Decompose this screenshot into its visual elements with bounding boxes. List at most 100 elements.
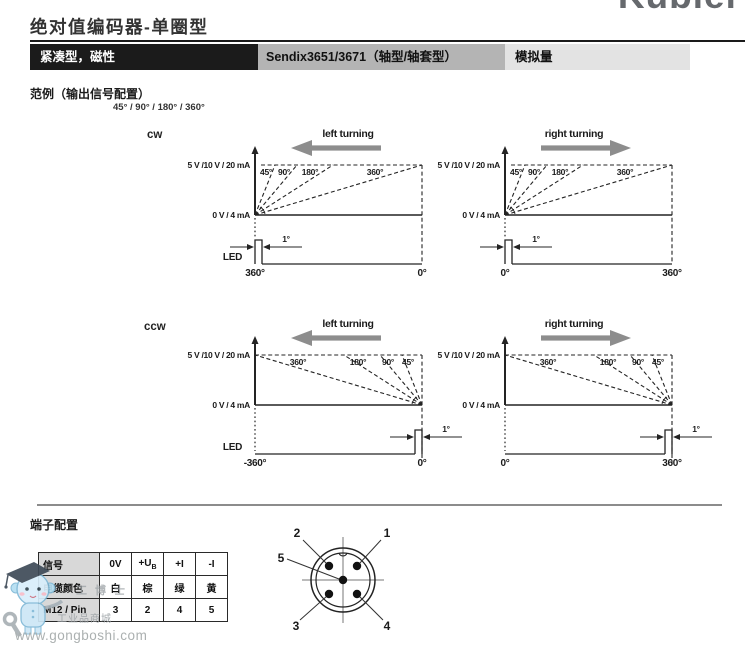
table-cell: 2	[131, 598, 164, 622]
table-cell: 4	[163, 598, 196, 622]
terminal-config-heading: 端子配置	[30, 518, 79, 532]
y-top-label: 5 V /10 V / 20 mA	[438, 160, 501, 170]
angle-label: 90°	[278, 167, 291, 177]
header-bar-signal: 模拟量	[505, 44, 690, 70]
header-bar-product: Sendix3651/3671（轴型/轴套型）	[258, 44, 505, 70]
pulse-arrow-right-icon	[657, 434, 664, 440]
y-axis-arrow-icon	[251, 146, 259, 154]
pulse-arrow-left-icon	[263, 244, 270, 250]
graduation-cap-icon	[6, 562, 50, 583]
pulse-arrow-left-icon	[513, 244, 520, 250]
pulse-arrow-right-icon	[407, 434, 414, 440]
angle-label: 360°	[290, 357, 307, 367]
table-cell: 0V	[99, 552, 132, 576]
table-row: 电缆颜色白棕绿黄	[38, 575, 228, 599]
angle-label: 90°	[528, 167, 541, 177]
pin-leader-line	[299, 595, 328, 621]
pin-4	[352, 589, 362, 599]
kubler-logo-text: Kübler	[540, 0, 745, 15]
x-axis-right-label: 0°	[418, 268, 427, 279]
connector-outer-ring	[310, 547, 376, 613]
header-rule	[30, 40, 745, 42]
y-zero-label: 0 V / 4 mA	[462, 210, 500, 220]
signal-chart-cw-left: left turning 5 V /10 V / 20 mA 0 V / 4 mA 4…	[188, 128, 428, 279]
pin-label-5: 5	[278, 551, 285, 565]
angle-label: 180°	[552, 167, 569, 177]
pulse-width-label: 1°	[442, 424, 450, 434]
table-cell: 绿	[163, 575, 196, 599]
y-top-label: 5 V /10 V / 20 mA	[188, 160, 251, 170]
turning-label: left turning	[322, 128, 373, 140]
y-top-label: 5 V /10 V / 20 mA	[188, 350, 251, 360]
left-turning-arrow-icon	[291, 140, 312, 156]
x-axis-left-label: 0°	[501, 458, 510, 469]
angle-label: 180°	[350, 357, 367, 367]
turning-label: right turning	[545, 128, 604, 140]
x-axis-left-label: 360°	[245, 268, 265, 279]
x-axis-right-label: 0°	[418, 458, 427, 469]
angle-label: 90°	[382, 357, 395, 367]
mascot-body	[20, 602, 46, 628]
y-top-label: 5 V /10 V / 20 mA	[438, 350, 501, 360]
pulse-width-label: 1°	[692, 424, 700, 434]
table-cell: -I	[195, 552, 228, 576]
y-zero-label: 0 V / 4 mA	[462, 400, 500, 410]
angle-label: 180°	[600, 357, 617, 367]
header-bar: 紧凑型，磁性 Sendix3651/3671（轴型/轴套型） 模拟量	[30, 44, 690, 70]
left-turning-arrow-icon	[291, 330, 312, 346]
watermark-mascot	[2, 562, 64, 638]
watermark-name: 工博士	[76, 585, 133, 597]
product-name: Sendix3651/3671	[266, 50, 367, 64]
x-axis-right-label: 360°	[662, 458, 682, 469]
pulse-arrow-right-icon	[247, 244, 254, 250]
product-suffix: （轴型/轴套型）	[366, 50, 458, 64]
turning-label: right turning	[545, 318, 604, 330]
pin-leader-line	[358, 595, 384, 621]
led-pulse	[414, 429, 423, 454]
table-cell: 棕	[131, 575, 164, 599]
y-axis-arrow-icon	[501, 336, 509, 344]
pin-leader-line	[358, 539, 382, 565]
table-cell: 5	[195, 598, 228, 622]
led-label: LED	[223, 442, 242, 453]
wrench-icon	[2, 611, 18, 627]
kubler-logo: Kübler	[540, 0, 745, 16]
led-pulse	[254, 239, 263, 264]
table-cell: 黄	[195, 575, 228, 599]
pin-label-1: 1	[384, 526, 391, 540]
pulse-width-label: 1°	[282, 234, 290, 244]
angle-label: 45°	[510, 167, 523, 177]
page-title: 绝对值编码器-单圈型	[30, 17, 209, 37]
example-angle-values: 45° / 90° / 180° / 360°	[113, 102, 205, 113]
table-cell: +UB	[131, 552, 164, 576]
rotation-label-ccw: ccw	[144, 321, 166, 333]
pulse-arrow-left-icon	[673, 434, 680, 440]
x-axis-left-label: 0°	[501, 268, 510, 279]
right-turning-arrow-icon	[610, 140, 631, 156]
connector-inner-ring	[315, 552, 371, 608]
y-axis-arrow-icon	[251, 336, 259, 344]
pin-leader-line	[286, 558, 340, 580]
keyway-notch	[338, 552, 348, 557]
example-heading: 范例（输出信号配置）	[30, 87, 151, 101]
section-divider	[37, 504, 722, 506]
y-zero-label: 0 V / 4 mA	[212, 210, 250, 220]
angle-label: 360°	[367, 167, 384, 177]
mascot-arm	[43, 599, 64, 610]
y-axis-arrow-icon	[501, 146, 509, 154]
y-zero-label: 0 V / 4 mA	[212, 400, 250, 410]
header-bar-signal-label: 模拟量	[515, 50, 553, 64]
table-cell: +I	[163, 552, 196, 576]
header-bar-type: 紧凑型，磁性	[30, 44, 258, 70]
angle-label: 45°	[260, 167, 273, 177]
angle-label: 180°	[302, 167, 319, 177]
angle-label: 45°	[402, 357, 415, 367]
x-axis-left-label: -360°	[244, 458, 267, 469]
turning-label: left turning	[322, 318, 373, 330]
pulse-arrow-left-icon	[423, 434, 430, 440]
angle-label: 360°	[617, 167, 634, 177]
row-header: 信号	[38, 552, 100, 576]
